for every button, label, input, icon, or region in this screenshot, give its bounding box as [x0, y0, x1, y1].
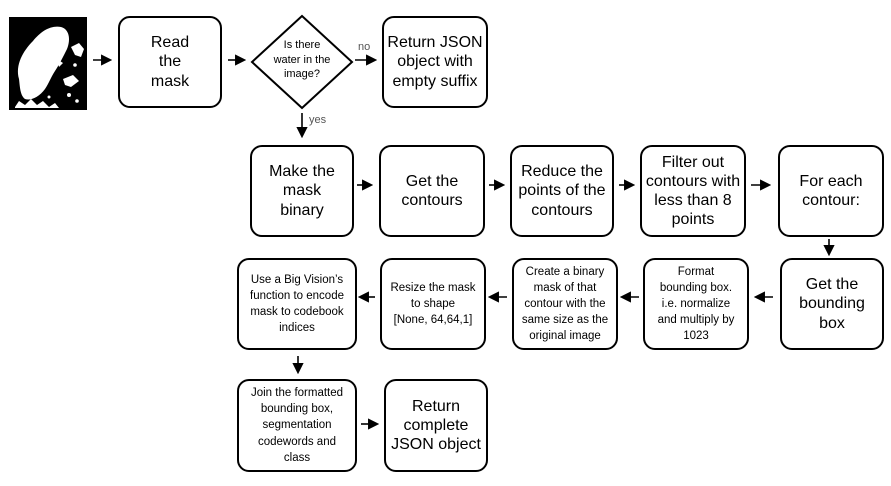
edge-label-yes: yes: [309, 114, 327, 126]
mask-thumbnail-image: [9, 17, 87, 110]
decision-label: Is there water in the image?: [273, 38, 331, 81]
binary-mask-node: Create a binary mask of that contour wit…: [512, 258, 618, 350]
filter-contours-node: Filter out contours with less than 8 poi…: [640, 145, 746, 237]
reduce-points-node: Reduce the points of the contours: [510, 145, 614, 237]
make-binary-node: Make the mask binary: [250, 145, 354, 237]
encode-mask-node: Use a Big Vision’s function to encode ma…: [237, 258, 357, 350]
for-each-node: For each contour:: [778, 145, 884, 237]
get-contours-node: Get the contours: [379, 145, 485, 237]
return-complete-node: Return complete JSON object: [384, 379, 488, 472]
get-bbox-node: Get the bounding box: [780, 258, 884, 350]
read-mask-node: Read the mask: [118, 16, 222, 108]
format-bbox-node: Format bounding box. i.e. normalize and …: [643, 258, 749, 350]
join-node: Join the formatted bounding box, segment…: [237, 379, 357, 472]
return-empty-node: Return JSON object with empty suffix: [382, 16, 488, 108]
decision-diamond: [250, 14, 354, 110]
resize-mask-node: Resize the mask to shape [None, 64,64,1]: [380, 258, 486, 350]
edge-label-no: no: [358, 41, 371, 53]
